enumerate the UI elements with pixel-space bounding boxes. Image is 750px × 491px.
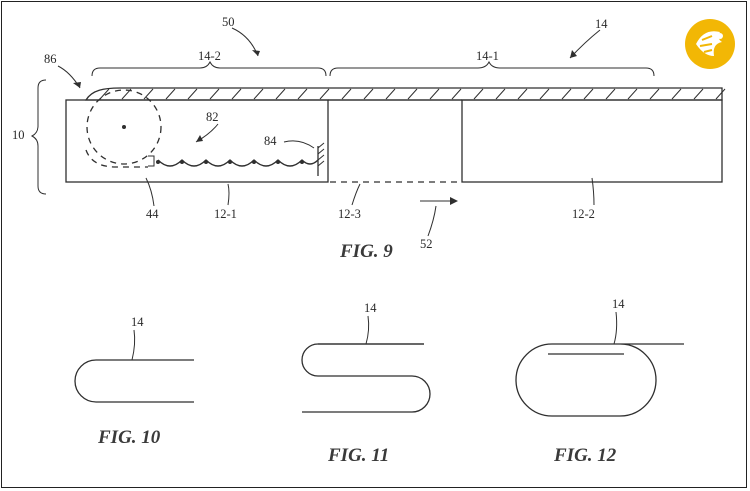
hatch-mark xyxy=(429,88,440,100)
caption-fig-9: FIG. 9 xyxy=(339,241,393,262)
label-14-fig10: 14 xyxy=(131,315,144,329)
hatch-mark xyxy=(495,88,506,100)
leader-12-1 xyxy=(227,183,230,206)
leader-12-3 xyxy=(351,183,361,206)
label-14-1: 14-1 xyxy=(476,49,499,63)
hatch-mark xyxy=(209,88,220,100)
hatch-mark xyxy=(539,88,550,100)
label-12-2: 12-2 xyxy=(572,207,595,221)
caption-fig-12: FIG. 12 xyxy=(553,445,617,466)
label-14-fig12: 14 xyxy=(612,297,625,311)
label-52: 52 xyxy=(420,237,433,251)
hatch-mark xyxy=(187,88,198,100)
fig-9: 50 14 14-2 14-1 86 10 82 84 44 12-1 12-3… xyxy=(12,15,726,262)
hatch-mark xyxy=(297,88,308,100)
label-12-1: 12-1 xyxy=(214,207,237,221)
hatch-mark xyxy=(605,88,616,100)
publisher-logo-icon xyxy=(685,19,735,69)
label-84: 84 xyxy=(264,134,277,148)
hatch-mark xyxy=(99,88,110,100)
label-82: 82 xyxy=(206,110,219,124)
hatch-mark xyxy=(363,88,374,100)
hatch-mark xyxy=(407,88,418,100)
hatch-mark xyxy=(451,88,462,100)
housing-12-2 xyxy=(461,99,723,183)
leader-12-2 xyxy=(591,177,595,206)
cover-layer-14 xyxy=(84,87,726,101)
hatch-mark xyxy=(385,88,396,100)
brace-14-2 xyxy=(91,60,327,77)
housing-12-1 xyxy=(65,99,329,183)
hatch-mark xyxy=(649,88,660,100)
hatch-mark xyxy=(341,88,352,100)
label-50: 50 xyxy=(222,15,235,29)
fig-12: 14 FIG. 12 xyxy=(515,297,684,466)
label-14-fig11: 14 xyxy=(364,301,377,315)
hatch-mark xyxy=(627,88,638,100)
hatch-mark xyxy=(693,88,704,100)
label-14-2: 14-2 xyxy=(198,49,221,63)
label-44: 44 xyxy=(146,207,159,221)
hatch-mark xyxy=(715,88,726,100)
hatch-mark xyxy=(319,88,330,100)
hatch-mark xyxy=(583,88,594,100)
caption-fig-10: FIG. 10 xyxy=(97,427,161,448)
spring-82 xyxy=(156,142,325,176)
fig-11: 14 FIG. 11 xyxy=(301,301,431,466)
label-14: 14 xyxy=(595,17,608,31)
hatch-mark xyxy=(231,88,242,100)
hatch-mark xyxy=(473,88,484,100)
caption-fig-11: FIG. 11 xyxy=(327,445,389,466)
brace-10 xyxy=(30,79,47,195)
arrow-52-head xyxy=(450,197,458,205)
fig-10: 14 FIG. 10 xyxy=(74,315,194,448)
hatch-mark xyxy=(561,88,572,100)
hatch-mark xyxy=(165,88,176,100)
leader-84 xyxy=(283,140,315,149)
leader-44 xyxy=(145,177,155,207)
label-86: 86 xyxy=(44,52,57,66)
hatch-mark xyxy=(143,88,154,100)
brace-14-1 xyxy=(329,60,655,77)
hatch-mark xyxy=(275,88,286,100)
roller-86 xyxy=(85,89,162,168)
hatch-mark xyxy=(517,88,528,100)
hatch-mark xyxy=(253,88,264,100)
leader-52 xyxy=(427,205,437,237)
hatch-mark xyxy=(671,88,682,100)
label-10: 10 xyxy=(12,128,25,142)
label-12-3: 12-3 xyxy=(338,207,361,221)
